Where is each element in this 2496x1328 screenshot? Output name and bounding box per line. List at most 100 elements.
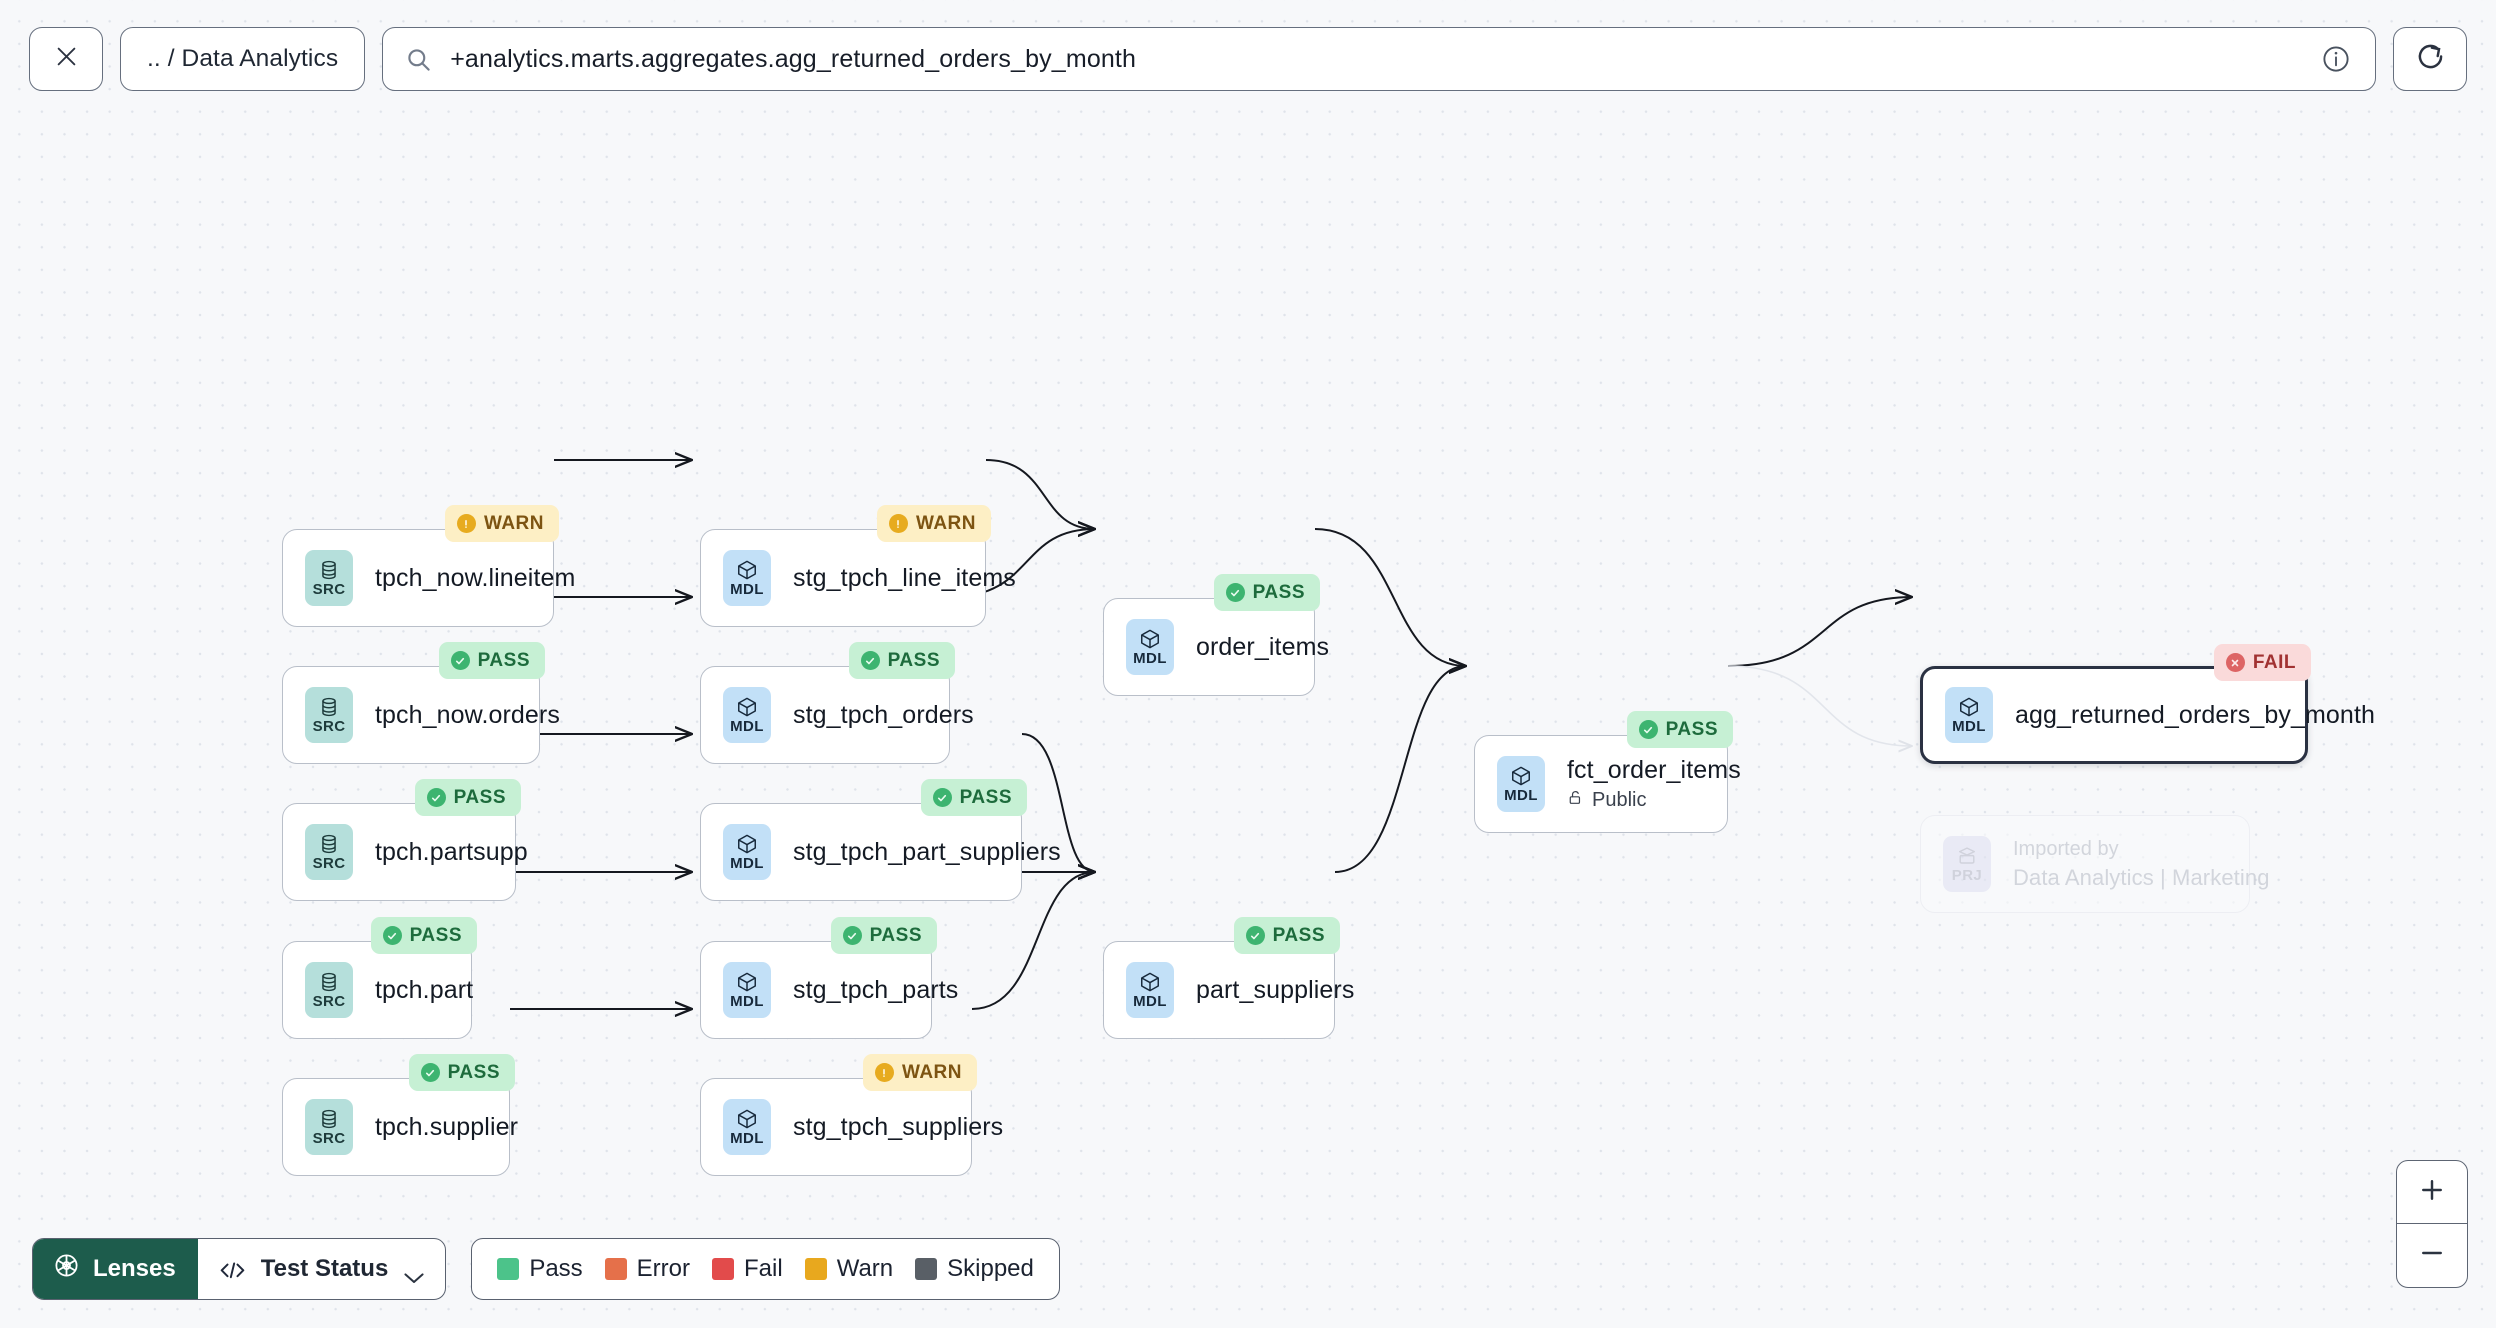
src-type-icon: SRC (305, 824, 353, 880)
mdl-type-icon: MDL (723, 687, 771, 743)
legend-item-pass[interactable]: Pass (497, 1255, 583, 1283)
legend-label: Skipped (947, 1255, 1034, 1282)
node-body: stg_tpch_orders (793, 700, 974, 730)
status-badge-pass[interactable]: PASS (1626, 711, 1733, 748)
pass-status-icon (450, 651, 470, 670)
node-visibility-label: Public (1592, 789, 1647, 811)
node-label: Data Analytics | Marketing (2013, 864, 2270, 890)
close-icon (53, 43, 80, 75)
warn-status-icon (888, 514, 908, 533)
node-label: agg_returned_orders_by_month (2015, 700, 2375, 729)
node-body: stg_tpch_suppliers (793, 1112, 1004, 1142)
legend-label: Pass (529, 1255, 583, 1282)
graph-node-stg_tpch_suppliers[interactable]: MDL stg_tpch_suppliers WARN (700, 1054, 1004, 1176)
test-status-dropdown[interactable]: Test Status (198, 1239, 446, 1299)
node-label: order_items (1196, 632, 1330, 661)
prj-type-icon: PRJ (1943, 836, 1991, 892)
legend-item-warn[interactable]: Warn (804, 1255, 893, 1283)
mdl-type-icon: MDL (723, 1099, 771, 1155)
code-icon (219, 1259, 246, 1279)
graph-node-imported_by_prj[interactable]: PRJ Imported by Data Analytics | Marketing (1920, 815, 2270, 913)
lenses-group: Lenses Test Status (32, 1238, 447, 1300)
breadcrumb[interactable]: .. / Data Analytics (120, 27, 366, 91)
node-label: stg_tpch_part_suppliers (793, 837, 1061, 866)
status-badge-label: FAIL (2252, 651, 2296, 673)
graph-edge (1727, 665, 1912, 746)
status-badge-label: PASS (477, 649, 530, 671)
close-button[interactable] (29, 27, 103, 91)
node-top-label: Imported by (2013, 837, 2119, 860)
graph-node-tpch_supplier[interactable]: SRC tpch.supplier PASS (282, 1054, 519, 1176)
status-badge-pass[interactable]: PASS (408, 1054, 515, 1091)
mdl-type-icon: MDL (723, 550, 771, 606)
mdl-type-icon: MDL (723, 824, 771, 880)
zoom-controls (2396, 1160, 2468, 1288)
graph-node-tpch_part[interactable]: SRC tpch.part PASS (282, 917, 477, 1039)
pass-status-icon (860, 651, 880, 670)
node-label: stg_tpch_suppliers (793, 1112, 1004, 1141)
mdl-type-icon: MDL (1126, 619, 1174, 675)
graph-node-stg_tpch_part_suppliers[interactable]: MDL stg_tpch_part_suppliers PASS (700, 779, 1061, 901)
graph-node-agg_returned_orders_by_month[interactable]: MDL agg_returned_orders_by_month FAIL (1920, 644, 2375, 764)
node-label: tpch.part (375, 975, 474, 1004)
status-badge-pass[interactable]: PASS (438, 642, 545, 679)
status-badge-pass[interactable]: PASS (830, 917, 937, 954)
legend-item-fail[interactable]: Fail (712, 1255, 783, 1283)
graph-node-order_items[interactable]: MDL order_items PASS (1103, 574, 1330, 696)
pass-status-icon (426, 788, 446, 807)
node-label: stg_tpch_orders (793, 700, 974, 729)
refresh-icon (2415, 41, 2446, 77)
legend-swatch-icon (804, 1258, 827, 1280)
legend-swatch-icon (712, 1258, 735, 1280)
node-label: tpch.supplier (375, 1112, 519, 1141)
status-badge-pass[interactable]: PASS (1233, 917, 1340, 954)
legend-label: Fail (744, 1255, 783, 1282)
search-input[interactable]: +analytics.marts.aggregates.agg_returned… (382, 27, 2376, 91)
zoom-out-button[interactable] (2397, 1224, 2467, 1287)
status-badge-fail[interactable]: FAIL (2213, 644, 2311, 681)
graph-edge (985, 459, 1095, 529)
legend-item-skipped[interactable]: Skipped (915, 1255, 1034, 1283)
refresh-button[interactable] (2393, 27, 2467, 91)
status-badge-warn[interactable]: WARN (862, 1054, 977, 1091)
status-badge-pass[interactable]: PASS (920, 779, 1027, 816)
fail-status-icon (2225, 653, 2245, 672)
legend-swatch-icon (915, 1258, 938, 1280)
mdl-type-icon: MDL (1945, 687, 1993, 743)
lenses-button[interactable]: Lenses (33, 1239, 198, 1299)
status-badge-warn[interactable]: WARN (444, 505, 559, 542)
graph-edge (1334, 666, 1466, 873)
node-label: fct_order_items (1567, 756, 1741, 784)
status-badge-label: PASS (453, 786, 506, 808)
top-toolbar: .. / Data Analytics +analytics.marts.agg… (0, 0, 2496, 118)
node-body: stg_tpch_line_items (793, 564, 1016, 593)
legend-item-error[interactable]: Error (604, 1255, 690, 1283)
status-badge-warn[interactable]: WARN (876, 505, 991, 542)
graph-node-stg_tpch_orders[interactable]: MDL stg_tpch_orders PASS (700, 642, 974, 764)
src-type-icon: SRC (305, 962, 353, 1018)
status-badge-pass[interactable]: PASS (414, 779, 521, 816)
pass-status-icon (842, 926, 862, 945)
status-badge-pass[interactable]: PASS (370, 917, 477, 954)
graph-node-stg_tpch_line_items[interactable]: MDL stg_tpch_line_items WARN (700, 505, 1016, 627)
test-status-label: Test Status (260, 1255, 389, 1282)
status-badge-label: WARN (901, 1061, 962, 1083)
status-badge-pass[interactable]: PASS (1213, 574, 1320, 611)
zoom-in-button[interactable] (2397, 1161, 2467, 1224)
node-body: stg_tpch_parts (793, 976, 958, 1005)
status-badge-label: WARN (915, 512, 976, 534)
info-icon[interactable] (2321, 44, 2351, 74)
pass-status-icon (420, 1063, 440, 1082)
status-badge-label: PASS (409, 924, 462, 946)
src-type-icon: SRC (305, 1099, 353, 1155)
status-badge-pass[interactable]: PASS (848, 642, 955, 679)
status-badge-label: PASS (959, 786, 1012, 808)
